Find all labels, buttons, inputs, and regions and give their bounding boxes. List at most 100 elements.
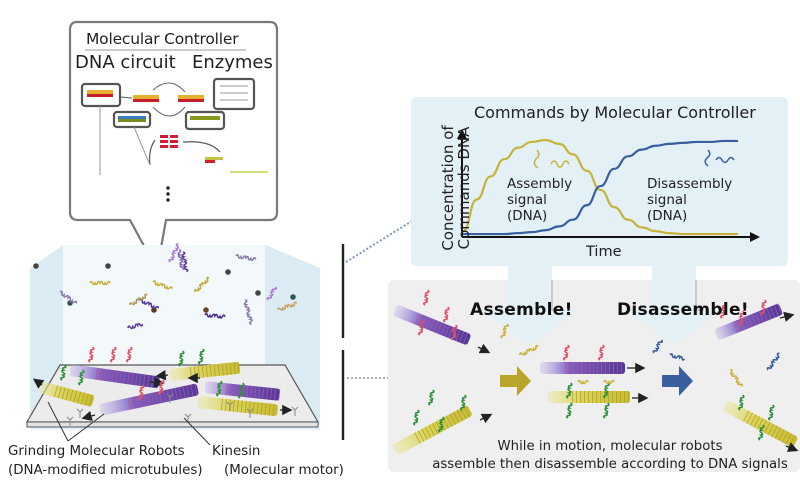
enzyme-particle-icon [203, 307, 209, 313]
assembly-signal-label: Assembly signal (DNA) [507, 176, 572, 224]
dna-strand-icon [719, 302, 727, 319]
motion-arrow-icon [477, 343, 491, 354]
disassembly-dna-icon [704, 149, 711, 167]
kinesin-label: Kinesin (Molecular motor) [212, 442, 344, 480]
dotted-connector-chart [345, 220, 413, 263]
assembly-label-line: signal [507, 192, 547, 208]
dna-strand-icon [437, 416, 445, 433]
assembly-label-line: (DNA) [507, 208, 548, 224]
disassembly-label-line: Disassembly [647, 176, 733, 192]
motion-arrow-icon [149, 377, 165, 388]
robots-label-line1: Grinding Molecular Robots [8, 444, 185, 459]
dna-strand-icon [177, 249, 185, 271]
dna-strand-icon [459, 394, 467, 411]
molecules-layer [32, 243, 799, 455]
dna-strand-icon [565, 382, 573, 399]
assembly-dna-icon [533, 149, 540, 169]
converter-box [184, 110, 226, 131]
enzyme-particle-icon [290, 294, 296, 300]
dna-strand-icon [766, 352, 780, 371]
kinesin-icon [226, 401, 234, 411]
dna-strand-icon [729, 369, 743, 387]
dna-strand-icon [442, 306, 450, 323]
dna-strand-icon [757, 424, 765, 441]
disassembly-signal-dna-icon [669, 353, 686, 361]
chart-background [411, 97, 788, 266]
dna-strand-icon [759, 299, 767, 316]
assemble-command-arrow [482, 266, 578, 345]
robots-label: Grinding Molecular Robots (DNA-modified … [8, 442, 203, 480]
assembly-dna-icon [550, 160, 570, 168]
assembly-signal-dna-icon [500, 323, 509, 339]
disassemble-command-arrow [626, 266, 722, 345]
dna-strand-icon [565, 402, 573, 419]
kinesin-icon [76, 408, 84, 418]
chart-series [462, 138, 738, 236]
enzyme-particle-icon [255, 290, 261, 296]
dna-strand-icon [427, 389, 435, 406]
chart-xlabel: Time [586, 244, 622, 260]
disassembly-label-line: signal [647, 192, 687, 208]
controller-title: Molecular Controller [86, 30, 239, 48]
dna-strand-icon [737, 310, 745, 327]
dna-strand-icon [266, 286, 278, 301]
dna-strand-icon [127, 322, 144, 330]
dna-strand-icon [193, 276, 210, 293]
dna-strand-icon [129, 293, 148, 306]
dna-strand-icon [59, 364, 67, 381]
dna-strand-icon [87, 346, 95, 363]
motion-arrow-icon [479, 413, 493, 424]
disassembly-signal-label: Disassembly signal (DNA) [647, 176, 732, 224]
robot-pointer-line [47, 401, 69, 442]
microtubule-icon [69, 364, 160, 389]
chart-axes [457, 129, 760, 242]
dna-strand-icon [168, 243, 180, 263]
robot-pointer-line [67, 413, 105, 442]
yellow-microtubule-icon [393, 405, 472, 455]
motion-arrow-icon [155, 370, 169, 381]
kinesin-icon [291, 406, 299, 416]
robots-label-line2: (DNA-modified microtubules) [8, 463, 203, 478]
dna-strand-icon [277, 301, 298, 311]
assemble-process-arrow [500, 366, 531, 396]
assembly-signal-line [462, 138, 738, 236]
purple-microtubule-icon [540, 362, 625, 374]
dna-strand-icon [597, 344, 605, 361]
chart-ylabel-line1: Concentration of [439, 125, 457, 251]
disassembly-signal-dna-icon [652, 339, 664, 354]
chart-ylabel: Concentration of Commands DNA [439, 118, 473, 258]
disassemble-command-label: Disassemble! [617, 300, 749, 320]
dna-strand-icon [197, 348, 205, 365]
panel-caption: While in motion, molecular robots assemb… [420, 438, 800, 474]
enzyme-particle-icon [225, 269, 231, 275]
microtubule-icon [169, 361, 240, 381]
kinesin-pointer-line [183, 417, 211, 446]
kinesin-icon [66, 416, 74, 426]
purple-microtubule-icon [714, 303, 783, 340]
dna-strand-icon [562, 344, 570, 361]
dna-strand-icon [109, 346, 117, 363]
disassemble-process-arrow [662, 366, 693, 396]
dna-strand-icon [181, 251, 189, 273]
dna-strand-icon [450, 324, 458, 341]
dna-strand-icon [237, 382, 245, 399]
motion-arrow-icon [32, 378, 45, 389]
purple-microtubule-icon [393, 305, 471, 345]
dna-circuit-diagram [80, 77, 268, 202]
kinesin-label-line2: (Molecular motor) [224, 463, 344, 478]
motion-arrow-icon [785, 442, 799, 452]
disassembly-label-line: (DNA) [647, 208, 688, 224]
dna-strand-icon [235, 253, 257, 262]
disassembly-dna-icon [715, 156, 735, 164]
dna-strand-icon [204, 312, 226, 319]
kinesin-label-line1: Kinesin [212, 444, 261, 459]
yellow-microtubule-icon [723, 400, 798, 447]
dna-strand-icon [602, 382, 610, 399]
dna-strand-icon [215, 380, 223, 397]
disassembly-signal-line [463, 139, 738, 236]
dna-strand-icon [152, 280, 173, 290]
dna-strand-icon [603, 379, 615, 385]
kinesin-icon [246, 408, 254, 418]
dna-strand-icon [412, 409, 420, 426]
